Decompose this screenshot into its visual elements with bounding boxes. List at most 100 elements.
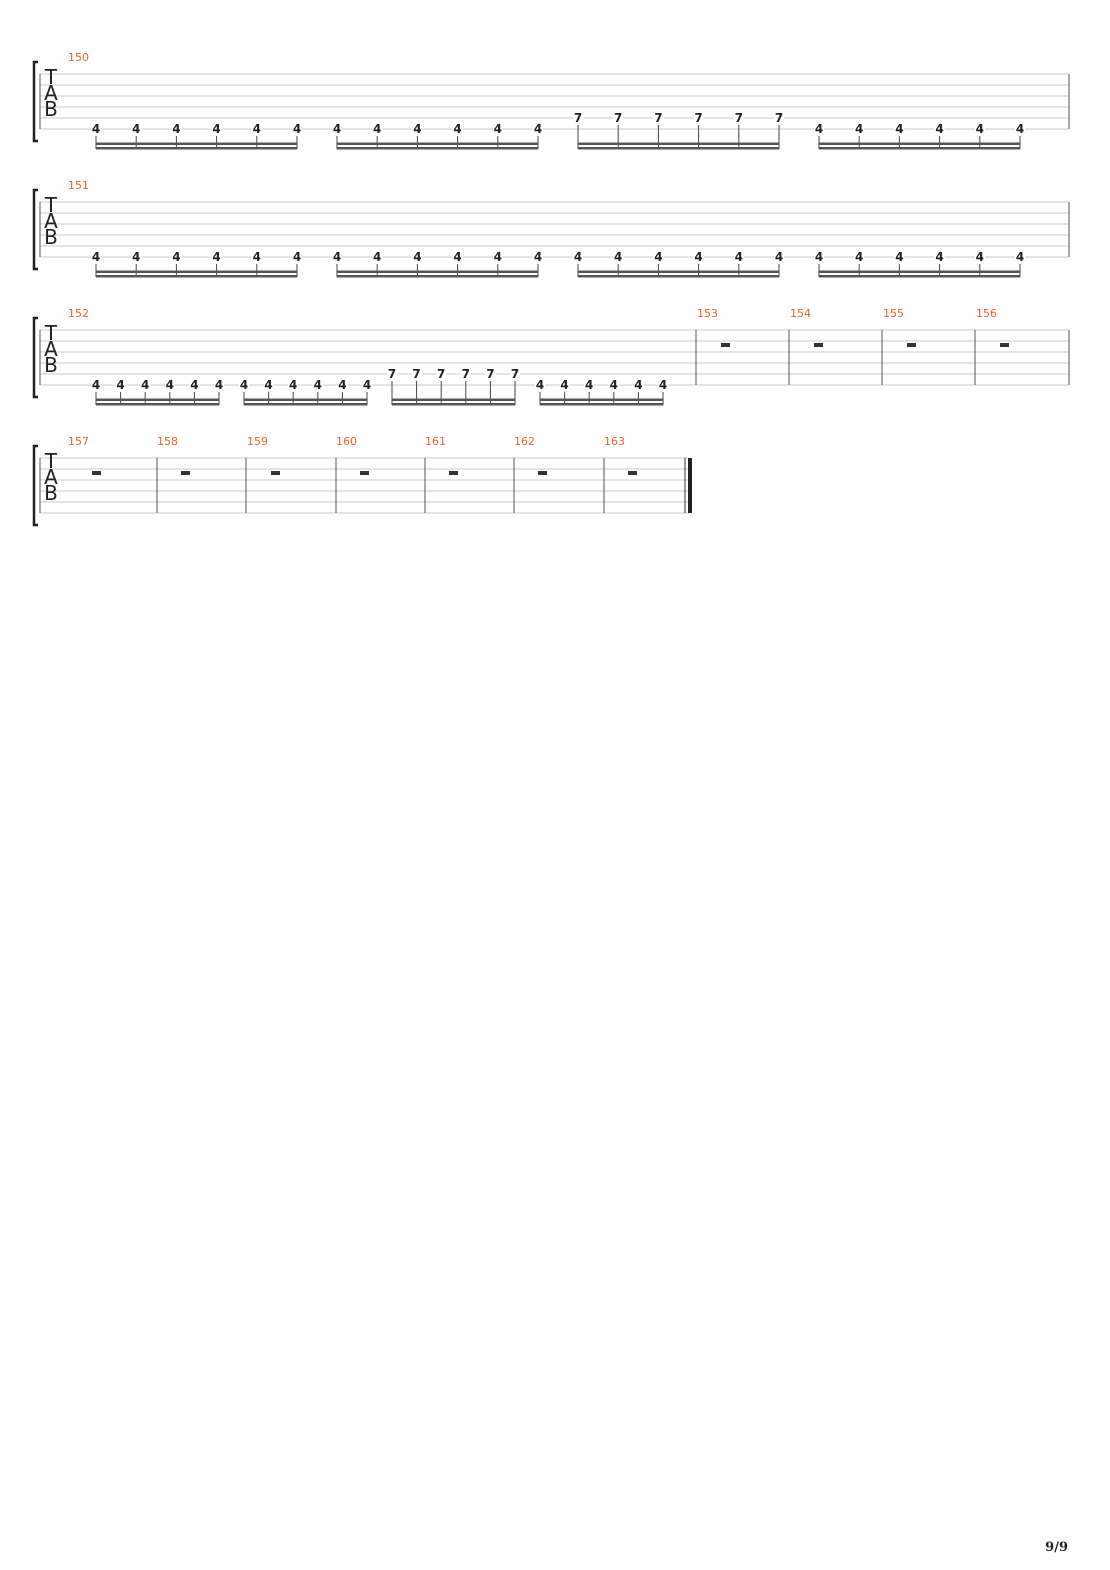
fret-background [332,251,342,262]
fret-background [1015,123,1025,134]
fret-number: 4 [132,122,140,136]
fret-background [573,112,583,123]
beam [578,275,779,278]
measure-number: 158 [157,435,178,448]
fret-background [733,251,744,262]
fret-number: 4 [253,122,261,136]
fret-background [854,123,865,134]
fret-background [533,251,543,262]
tab-clef-letter: B [44,481,58,505]
fret-number: 4 [815,250,823,264]
measure-number: 154 [790,307,811,320]
tab-clef-letter: A [44,465,58,489]
whole-rest [271,471,280,475]
fret-background [211,123,222,134]
fret-number: 4 [976,122,984,136]
fret-number: 4 [585,378,593,392]
beam [96,398,219,401]
beam [540,398,663,401]
beam [244,403,367,406]
tab-clef-letter: A [44,81,58,105]
fret-number: 4 [574,250,582,264]
fret-number: 4 [373,250,381,264]
beam [578,142,779,145]
whole-rest [181,471,190,475]
fret-background [934,251,945,262]
measure-number: 153 [697,307,718,320]
fret-background [140,379,151,390]
beam [96,275,297,278]
fret-number: 4 [373,122,381,136]
fret-background [452,251,463,262]
fret-background [292,251,302,262]
fret-background [412,251,423,262]
whole-rest [907,343,916,347]
fret-background [608,379,619,390]
beam [392,403,515,406]
fret-background [854,251,865,262]
fret-background [485,368,496,379]
fret-background [559,379,570,390]
beam [96,403,219,406]
fret-number: 4 [494,122,502,136]
measure-number: 160 [336,435,357,448]
beam [337,142,538,145]
whole-rest [628,471,637,475]
fret-number: 4 [92,250,100,264]
fret-background [653,112,664,123]
fret-background [411,368,422,379]
fret-number: 4 [453,250,461,264]
tab-clef-letter: T [44,65,58,89]
fret-number: 4 [132,250,140,264]
fret-number: 7 [614,111,622,125]
fret-number: 4 [855,122,863,136]
beam [337,147,538,150]
fret-background [613,112,624,123]
fret-background [492,123,503,134]
fret-number: 7 [437,367,445,381]
beam [96,147,297,150]
fret-background [91,379,101,390]
measure-number: 162 [514,435,535,448]
fret-number: 4 [614,250,622,264]
whole-rest [1000,343,1009,347]
fret-number: 4 [536,378,544,392]
whole-rest [92,471,101,475]
fret-number: 4 [560,378,568,392]
fret-background [372,123,383,134]
system-bracket [32,188,38,271]
fret-background [733,112,744,123]
fret-number: 4 [534,122,542,136]
beam [578,147,779,150]
fret-number: 4 [172,250,180,264]
fret-background [372,251,383,262]
tab-clef-letter: A [44,337,58,361]
whole-rest [538,471,547,475]
tab-clef-letter: B [44,225,58,249]
whole-rest [814,343,823,347]
fret-background [974,123,985,134]
whole-rest [449,471,458,475]
fret-background [332,123,342,134]
fret-background [460,368,471,379]
fret-background [164,379,175,390]
fret-number: 4 [775,250,783,264]
fret-number: 7 [511,367,519,381]
fret-number: 4 [935,250,943,264]
fret-background [894,251,905,262]
fret-number: 4 [190,378,198,392]
fret-background [774,251,784,262]
fret-background [312,379,323,390]
fret-number: 7 [735,111,743,125]
fret-background [211,251,222,262]
fret-number: 7 [388,367,396,381]
fret-number: 4 [116,378,124,392]
fret-background [510,368,520,379]
measure-number: 163 [604,435,625,448]
fret-number: 4 [141,378,149,392]
fret-background [894,123,905,134]
beam [96,142,297,145]
